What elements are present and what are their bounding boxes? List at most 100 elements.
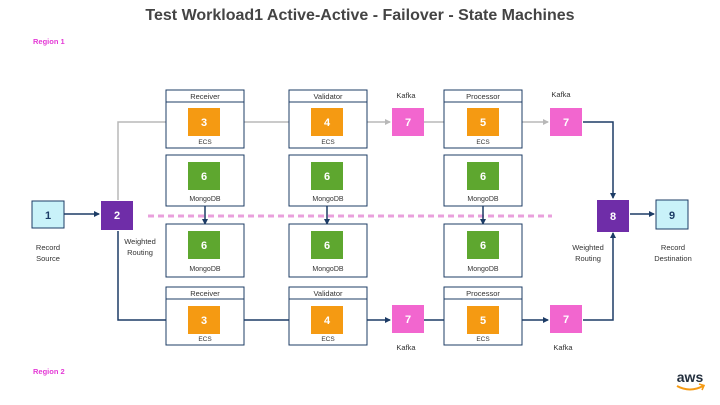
- ecs-processor-caption-r1: ECS: [476, 139, 490, 146]
- region2-kafka-a: 7 Kafka: [392, 305, 424, 352]
- mongodb-number-r1-processor: 6: [480, 171, 486, 183]
- kafka-box-r2b: [550, 305, 582, 333]
- mongodb-box-r2-validator: [311, 231, 343, 259]
- mongodb-r2-receiver: 6 MongoDB: [165, 223, 245, 278]
- mongodb-box-r1-processor: [467, 162, 499, 190]
- mongodb-caption-r1-receiver: MongoDB: [189, 196, 220, 203]
- record-source-box: [31, 200, 65, 229]
- mongodb-number-r1-receiver: 6: [201, 171, 207, 183]
- region1-receiver-frame: Receiver 3 ECS: [165, 89, 245, 149]
- aws-smile-icon: [676, 385, 704, 391]
- mongodb-caption-r2-validator: MongoDB: [312, 266, 343, 273]
- record-source-node: 1 Record Source: [31, 200, 65, 263]
- mongodb-r1-processor: 6 MongoDB: [443, 154, 523, 207]
- edge-r2-routing-to-receiver: [117, 231, 187, 323]
- mongodb-caption-r2-receiver: MongoDB: [189, 266, 220, 273]
- ecs-receiver-box-r2: [188, 306, 220, 334]
- region1-processor-frame: Processor 5 ECS: [443, 89, 523, 149]
- receiver-title-r2: Receiver: [190, 289, 220, 298]
- mongodb-number-r2-validator: 6: [324, 240, 330, 252]
- region2-processor-frame: Processor 5 ECS: [443, 286, 523, 346]
- ecs-receiver-caption-r2: ECS: [198, 336, 212, 343]
- edge-r2-kafka-to-routing-out: [583, 232, 616, 321]
- mongodb-box-r2-processor: [467, 231, 499, 259]
- region2-receiver-frame: Receiver 3 ECS: [165, 286, 245, 346]
- region1-kafka-b: Kafka 7: [550, 90, 582, 136]
- record-source-label-line1: Record: [36, 243, 60, 252]
- mongodb-caption-r1-validator: MongoDB: [312, 196, 343, 203]
- ecs-receiver-caption-r1: ECS: [198, 139, 212, 146]
- ecs-processor-box-r2: [467, 306, 499, 334]
- weighted-routing-out-number: 8: [610, 211, 616, 223]
- ecs-validator-box-r2: [311, 306, 343, 334]
- kafka-number-r2a: 7: [405, 314, 411, 326]
- receiver-title-r1: Receiver: [190, 92, 220, 101]
- aws-logo: aws: [676, 369, 706, 391]
- weighted-routing-out-label-line2: Routing: [575, 254, 601, 263]
- mongodb-caption-r1-processor: MongoDB: [467, 196, 498, 203]
- weighted-routing-out-node: 8 Weighted Routing: [572, 200, 629, 263]
- mongodb-box-r2-receiver: [188, 231, 220, 259]
- kafka-number-r1a: 7: [405, 117, 411, 129]
- record-source-number: 1: [45, 210, 51, 222]
- record-destination-node: 9 Record Destination: [654, 199, 692, 263]
- kafka-box-r2a: [392, 305, 424, 333]
- mongodb-number-r2-receiver: 6: [201, 240, 207, 252]
- record-destination-label-line1: Record: [661, 243, 685, 252]
- kafka-number-r2b: 7: [563, 314, 569, 326]
- kafka-box-r1b: [550, 108, 582, 136]
- weighted-routing-in-box: [101, 201, 133, 230]
- ecs-processor-number-r2: 5: [480, 315, 486, 327]
- ecs-processor-number-r1: 5: [480, 117, 486, 129]
- mongodb-r1-validator: 6 MongoDB: [288, 154, 368, 207]
- ecs-validator-number-r1: 4: [324, 117, 331, 129]
- aws-logo-text: aws: [677, 369, 704, 385]
- mongodb-number-r1-validator: 6: [324, 171, 330, 183]
- edge-r1-kafka-to-routing-out: [583, 121, 616, 199]
- weighted-routing-out-box: [597, 200, 629, 232]
- kafka-label-r1b: Kafka: [551, 90, 571, 99]
- kafka-label-r2b: Kafka: [553, 343, 573, 352]
- record-destination-box: [655, 199, 689, 230]
- edge-r1-routing-to-receiver: [117, 119, 187, 200]
- page-title: Test Workload1 Active-Active - Failover …: [145, 7, 575, 24]
- validator-title-r1: Validator: [313, 92, 343, 101]
- region2-kafka-b: 7 Kafka: [550, 305, 582, 352]
- ecs-receiver-number-r2: 3: [201, 315, 207, 327]
- weighted-routing-in-number: 2: [114, 210, 120, 222]
- mongodb-box-r1-validator: [311, 162, 343, 190]
- region-2-label: Region 2: [33, 367, 65, 376]
- record-destination-number: 9: [669, 210, 675, 222]
- ecs-receiver-box-r1: [188, 108, 220, 136]
- mongodb-box-r1-receiver: [188, 162, 220, 190]
- ecs-validator-caption-r1: ECS: [321, 139, 335, 146]
- kafka-number-r1b: 7: [563, 117, 569, 129]
- processor-title-r1: Processor: [466, 92, 500, 101]
- ecs-receiver-number-r1: 3: [201, 117, 207, 129]
- record-source-label-line2: Source: [36, 254, 60, 263]
- kafka-label-r2a: Kafka: [396, 343, 416, 352]
- processor-title-r2: Processor: [466, 289, 500, 298]
- weighted-routing-out-label-line1: Weighted: [572, 243, 604, 252]
- region1-kafka-a: Kafka 7: [392, 91, 424, 136]
- ecs-processor-caption-r2: ECS: [476, 336, 490, 343]
- region1-validator-frame: Validator 4 ECS: [288, 89, 368, 149]
- weighted-routing-in-label-line1: Weighted: [124, 237, 156, 246]
- ecs-processor-box-r1: [467, 108, 499, 136]
- mongodb-caption-r2-processor: MongoDB: [467, 266, 498, 273]
- mongodb-r1-receiver: 6 MongoDB: [165, 154, 245, 207]
- region2-validator-frame: Validator 4 ECS: [288, 286, 368, 346]
- kafka-box-r1a: [392, 108, 424, 136]
- weighted-routing-in-label-line2: Routing: [127, 248, 153, 257]
- ecs-validator-number-r2: 4: [324, 315, 331, 327]
- ecs-validator-box-r1: [311, 108, 343, 136]
- region-1-label: Region 1: [33, 37, 65, 46]
- weighted-routing-in-node: 2 Weighted Routing: [101, 201, 156, 257]
- mongodb-number-r2-processor: 6: [480, 240, 486, 252]
- ecs-validator-caption-r2: ECS: [321, 336, 335, 343]
- kafka-label-r1a: Kafka: [396, 91, 416, 100]
- mongodb-replication-links: [202, 201, 486, 225]
- mongodb-r2-processor: 6 MongoDB: [443, 223, 523, 278]
- validator-title-r2: Validator: [313, 289, 343, 298]
